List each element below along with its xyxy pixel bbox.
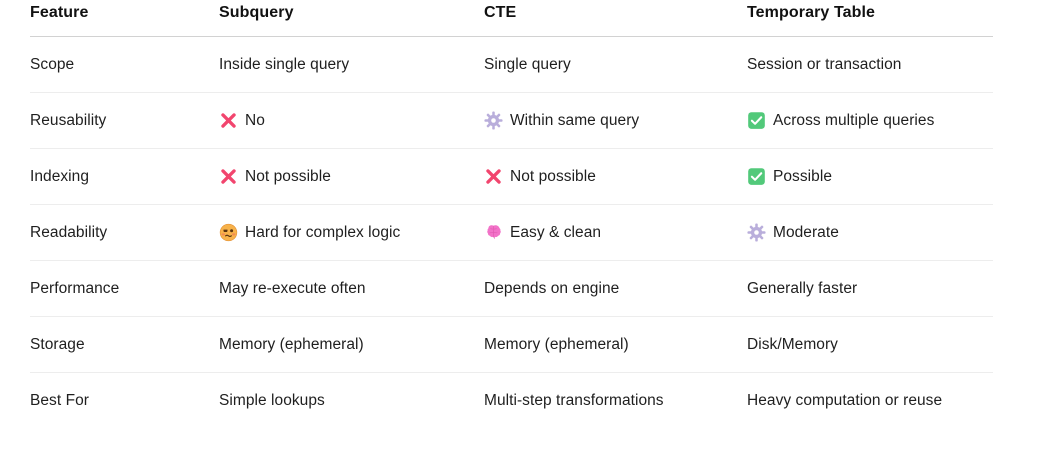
gear-icon <box>747 223 766 242</box>
cell-temp: Moderate <box>747 204 993 261</box>
table-header-row: Feature Subquery CTE Temporary Table <box>30 0 993 37</box>
cell-subquery: Simple lookups <box>219 373 484 429</box>
cell-subquery: Memory (ephemeral) <box>219 316 484 373</box>
cell-text: Simple lookups <box>219 391 325 409</box>
cell-content: Depends on engine <box>484 280 747 298</box>
cell-text: Easy & clean <box>510 223 602 241</box>
cell-subquery: Not possible <box>219 148 484 205</box>
row-label-indexing: Indexing <box>30 148 219 205</box>
cell-cte: Single query <box>484 36 747 93</box>
cell-cte: Depends on engine <box>484 260 747 317</box>
cell-text: Session or transaction <box>747 55 902 73</box>
woozy-face-icon <box>219 223 238 242</box>
cross-mark-icon <box>484 167 503 186</box>
cell-text: Heavy computation or reuse <box>747 391 943 409</box>
cell-temp: Disk/Memory <box>747 316 993 373</box>
table-row: Reusability No Within same query Across mul… <box>30 92 993 149</box>
cell-text: Moderate <box>773 223 839 241</box>
cell-text: Single query <box>484 55 571 73</box>
cell-text: Disk/Memory <box>747 335 838 353</box>
cell-content: Across multiple queries <box>747 111 993 130</box>
cell-text: Hard for complex logic <box>245 223 401 241</box>
cell-text: No <box>245 111 265 129</box>
cross-mark-icon <box>219 111 238 130</box>
row-label-readability: Readability <box>30 204 219 261</box>
cell-subquery: May re-execute often <box>219 260 484 317</box>
row-label-scope: Scope <box>30 36 219 93</box>
cell-content: Moderate <box>747 223 993 242</box>
column-header-subquery: Subquery <box>219 0 484 37</box>
cell-text: Depends on engine <box>484 279 620 297</box>
row-label-performance: Performance <box>30 260 219 317</box>
column-header-temporary-table: Temporary Table <box>747 0 993 37</box>
cell-temp: Generally faster <box>747 260 993 317</box>
cell-subquery: Hard for complex logic <box>219 204 484 261</box>
cell-text: Across multiple queries <box>773 111 935 129</box>
cell-content: Single query <box>484 56 747 74</box>
column-header-cte: CTE <box>484 0 747 37</box>
cell-temp: Heavy computation or reuse <box>747 373 993 429</box>
cell-text: Possible <box>773 167 832 185</box>
cell-content: Hard for complex logic <box>219 223 484 242</box>
row-label-storage: Storage <box>30 316 219 373</box>
cell-content: Session or transaction <box>747 56 993 74</box>
cell-temp: Possible <box>747 148 993 205</box>
gear-icon <box>484 111 503 130</box>
cell-content: May re-execute often <box>219 280 484 298</box>
cell-cte: Within same query <box>484 92 747 149</box>
cell-content: No <box>219 111 484 130</box>
check-mark-box-icon <box>747 111 766 130</box>
table-row: Best For Simple lookups Multi-step transfo… <box>30 373 993 429</box>
cell-cte: Not possible <box>484 148 747 205</box>
comparison-table: Feature Subquery CTE Temporary Table Sco… <box>30 0 993 428</box>
cell-cte: Easy & clean <box>484 204 747 261</box>
cell-content: Heavy computation or reuse <box>747 392 993 410</box>
cell-content: Memory (ephemeral) <box>219 336 484 354</box>
cell-text: Inside single query <box>219 55 350 73</box>
cell-content: Generally faster <box>747 280 993 298</box>
cell-text: Not possible <box>510 167 596 185</box>
cell-text: Within same query <box>510 111 640 129</box>
cell-cte: Multi-step transformations <box>484 373 747 429</box>
cell-content: Disk/Memory <box>747 336 993 354</box>
cell-content: Possible <box>747 167 993 186</box>
table-row: Readability Hard for complex logic Easy & … <box>30 204 993 261</box>
row-label-best-for: Best For <box>30 391 89 409</box>
brain-icon <box>484 223 503 242</box>
cell-text: Not possible <box>245 167 331 185</box>
table-header: Feature Subquery CTE Temporary Table <box>30 0 993 37</box>
cell-text: Generally faster <box>747 279 858 297</box>
cell-content: Memory (ephemeral) <box>484 336 747 354</box>
cell-temp: Across multiple queries <box>747 92 993 149</box>
cell-text: Memory (ephemeral) <box>484 335 629 353</box>
table-row: Indexing Not possible Not possible Possible <box>30 148 993 205</box>
cell-content: Multi-step transformations <box>484 392 747 410</box>
cell-content: Not possible <box>484 167 747 186</box>
cell-temp: Session or transaction <box>747 36 993 93</box>
cell-text: Multi-step transformations <box>484 391 664 409</box>
cell-content: Not possible <box>219 167 484 186</box>
cell-cte: Memory (ephemeral) <box>484 316 747 373</box>
cell-content: Within same query <box>484 111 747 130</box>
column-header-feature: Feature <box>30 0 219 37</box>
cell-subquery: Inside single query <box>219 36 484 93</box>
cell-content: Inside single query <box>219 56 484 74</box>
row-label-reusability: Reusability <box>30 92 219 149</box>
cell-text: May re-execute often <box>219 279 366 297</box>
cell-subquery: No <box>219 92 484 149</box>
cell-content: Easy & clean <box>484 223 747 242</box>
cell-content: Simple lookups <box>219 392 484 410</box>
check-mark-box-icon <box>747 167 766 186</box>
cross-mark-icon <box>219 167 238 186</box>
cell-text: Memory (ephemeral) <box>219 335 364 353</box>
